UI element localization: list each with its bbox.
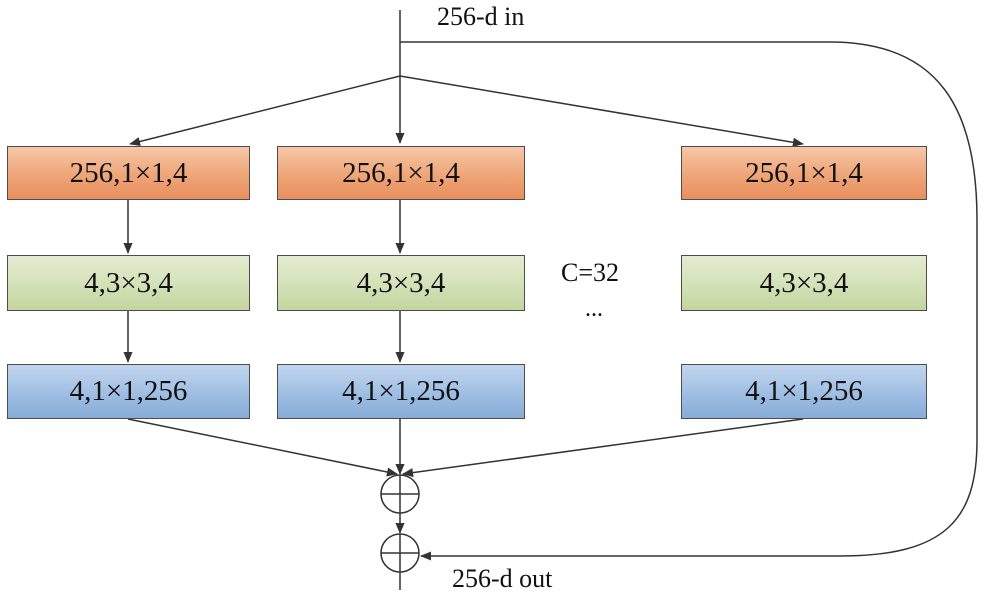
- path-2-conv-1x1-expand: 4,1×1,256: [277, 364, 525, 419]
- path-1-conv-1x1-expand: 4,1×1,256: [7, 364, 250, 419]
- residual-shortcut-path: [400, 41, 978, 561]
- split-arrow-path-1: [129, 75, 401, 146]
- path-1-conv-3x3: 4,3×3,4: [7, 255, 250, 311]
- merge-arrow-path-1: [127, 418, 398, 477]
- cardinality-label: C=32: [561, 258, 620, 287]
- path-1-conv-1x1-reduce: 256,1×1,4: [7, 146, 250, 200]
- output-label: 256-d out: [452, 564, 553, 593]
- ellipsis-label: ...: [585, 296, 603, 322]
- path-2-conv-3x3: 4,3×3,4: [277, 255, 525, 311]
- merge-arrow-path-32: [402, 418, 804, 478]
- split-arrow-path-32: [399, 75, 804, 147]
- path-32-conv-1x1-expand: 4,1×1,256: [681, 364, 927, 419]
- path-2-conv-1x1-reduce: 256,1×1,4: [277, 146, 525, 200]
- input-label: 256-d in: [437, 2, 525, 31]
- path-32-conv-1x1-reduce: 256,1×1,4: [681, 146, 927, 200]
- path-32-conv-3x3: 4,3×3,4: [681, 255, 927, 311]
